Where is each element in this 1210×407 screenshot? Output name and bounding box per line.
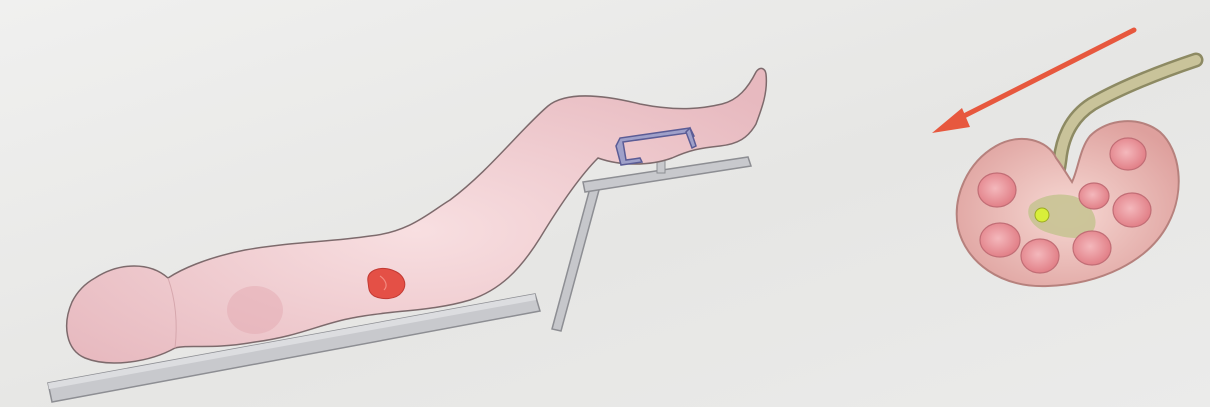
kidney-stone-icon — [1035, 208, 1049, 222]
